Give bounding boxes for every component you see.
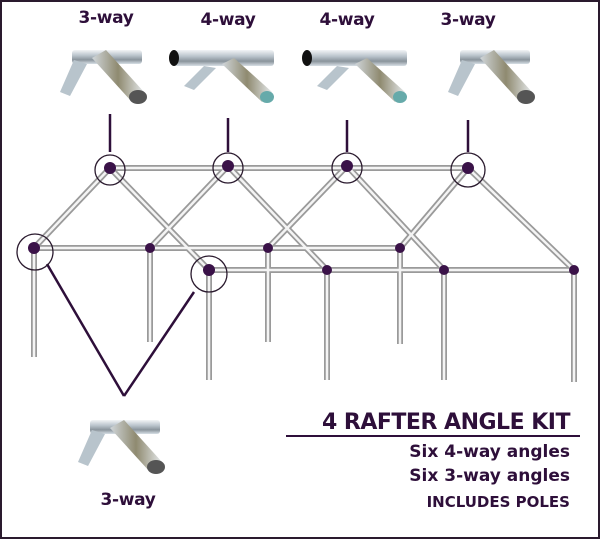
pipe <box>267 165 348 249</box>
kit-item: INCLUDES POLES <box>426 493 570 511</box>
pipe <box>467 167 575 271</box>
kit-title: 4 RAFTER ANGLE KIT <box>321 410 571 435</box>
highlight-circles <box>16 152 486 293</box>
pipe <box>33 167 111 249</box>
fitting-label-bottom: 3-way <box>100 490 156 510</box>
fitting-photo-3way-1 <box>60 50 147 104</box>
kit-item: Six 4-way angles <box>409 442 570 462</box>
fitting-photo-4way-2 <box>302 50 407 103</box>
pointer-lines <box>45 114 470 397</box>
joints <box>28 160 579 276</box>
fitting-photo-3way-2 <box>448 50 535 104</box>
fitting-photo-3way-bottom <box>78 420 165 474</box>
fitting-label: 3-way <box>440 10 496 30</box>
pipe <box>109 167 210 271</box>
pipe <box>399 167 469 249</box>
fitting-label: 4-way <box>200 10 256 30</box>
fitting-label: 4-way <box>319 10 375 30</box>
kit-item: Six 3-way angles <box>409 466 570 486</box>
pipe <box>346 165 445 271</box>
title-underline <box>286 435 580 437</box>
pipes <box>31 163 577 382</box>
fitting-label: 3-way <box>78 8 134 28</box>
pipe <box>149 165 229 249</box>
fitting-photo-4way-1 <box>169 50 274 103</box>
pipe <box>227 165 328 271</box>
